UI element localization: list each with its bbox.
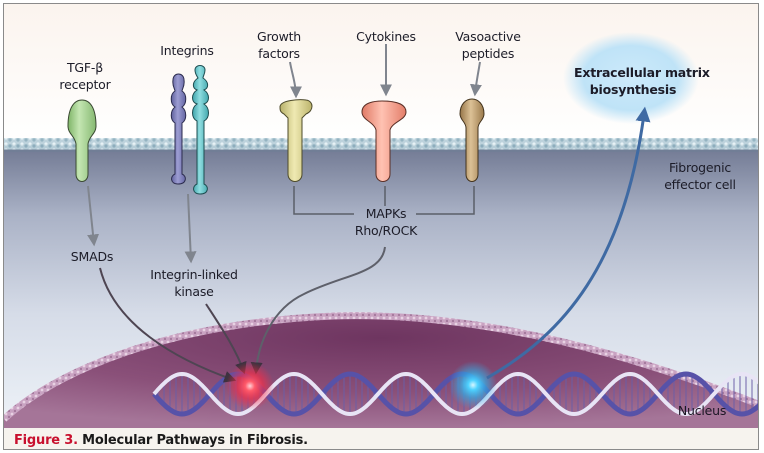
- tgf-beta-receptor: [67, 99, 97, 182]
- label-line: Integrin-linked: [150, 267, 238, 282]
- label-line: Growth: [256, 29, 302, 44]
- label-line: SMADs: [70, 249, 114, 264]
- mapk-bracket: [293, 186, 475, 215]
- growth-factors-label: Growth factors: [250, 28, 308, 62]
- smads-to-nucleus-arrow: [99, 267, 237, 383]
- figure-panel: TGF-β receptor Integrins Growth factors …: [3, 3, 759, 450]
- label-line: MAPKs: [365, 206, 407, 221]
- growth-factor-arrow: [289, 61, 302, 99]
- label-line: effector cell: [664, 177, 736, 192]
- label-line: receptor: [59, 77, 111, 92]
- ecm-output-arrow: [486, 106, 651, 380]
- label-line: Rho/ROCK: [354, 223, 418, 238]
- label-line: Cytokines: [356, 29, 416, 44]
- figure-caption: Figure 3. Molecular Pathways in Fibrosis…: [14, 433, 308, 448]
- integrin-to-ilk-arrow: [184, 193, 197, 264]
- transcription-output-glow: [449, 361, 497, 409]
- label-line: biosynthesis: [589, 82, 677, 97]
- ecm-biosynthesis-label: Extracellular matrix biosynthesis: [574, 64, 710, 98]
- growth-factor-receptor: [279, 99, 313, 182]
- mapk-to-nucleus-arrow: [250, 246, 386, 375]
- label-line: Extracellular matrix: [574, 65, 710, 80]
- label-line: Integrins: [160, 43, 214, 58]
- integrins-label: Integrins: [154, 42, 220, 59]
- label-line: Vasoactive: [455, 29, 521, 44]
- label-line: Nucleus: [677, 403, 727, 418]
- cytokine-receptor: [361, 100, 407, 182]
- label-line: TGF-β: [67, 60, 103, 75]
- label-line: factors: [258, 46, 300, 61]
- vasoactive-peptides-label: Vasoactive peptides: [450, 28, 526, 62]
- vasoactive-arrow: [469, 61, 482, 97]
- nucleus-label: Nucleus: [672, 402, 732, 419]
- tgf-beta-receptor-label: TGF-β receptor: [56, 59, 114, 93]
- integrin-beta-subunit: [192, 65, 209, 195]
- smads-label: SMADs: [66, 248, 118, 265]
- integrin-linked-kinase-label: Integrin-linked kinase: [146, 266, 242, 300]
- fibrogenic-cell-label: Fibrogenic effector cell: [660, 159, 740, 193]
- label-line: peptides: [461, 46, 515, 61]
- signal-activation-glow: [226, 362, 274, 410]
- figure-number: Figure 3.: [14, 433, 78, 448]
- mapk-rho-rock-label: MAPKs Rho/ROCK: [344, 205, 428, 239]
- integrin-alpha-subunit: [170, 73, 187, 185]
- label-line: kinase: [174, 284, 214, 299]
- cytokines-label: Cytokines: [348, 28, 424, 45]
- pathway-illustration: [4, 4, 758, 428]
- figure-title: Molecular Pathways in Fibrosis.: [82, 433, 308, 448]
- nuclear-envelope: [4, 312, 758, 422]
- tgf-to-smads-arrow: [87, 185, 100, 247]
- vasoactive-peptide-receptor: [459, 98, 485, 182]
- ecm-biosynthesis-glow: [563, 32, 699, 124]
- label-line: Fibrogenic: [668, 160, 732, 175]
